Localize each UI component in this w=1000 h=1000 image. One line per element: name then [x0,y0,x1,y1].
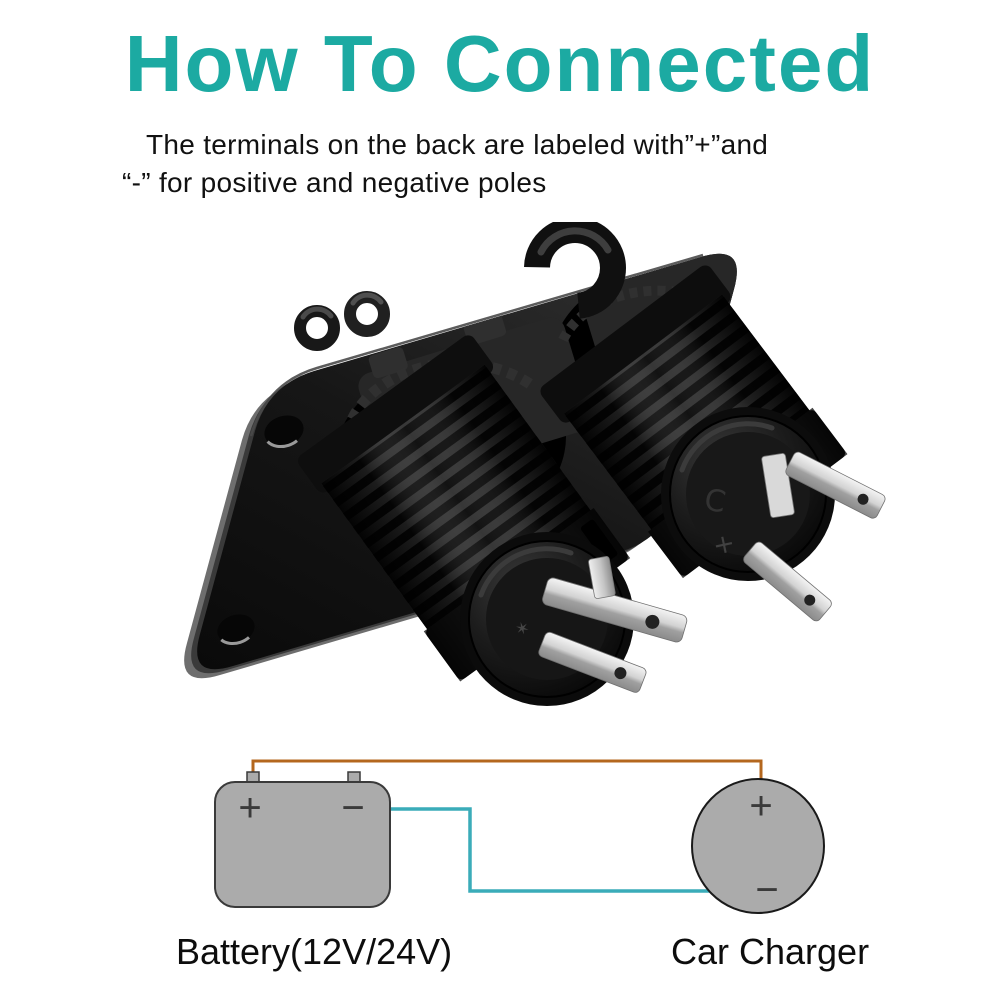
battery-positive-terminal: + [238,786,261,830]
cap-star-marking: ✶ [513,618,532,641]
spade-terminal [743,541,832,622]
description-line-2: “-” for positive and negative poles [122,167,547,198]
charger-label: Car Charger [671,931,870,972]
mounting-nut [294,305,340,351]
battery-negative-terminal: − [341,786,364,830]
wiring-diagram: + − + − [214,759,825,914]
panel-edge-highlight [249,253,704,437]
socket-barrel-left: ✶ [298,335,688,706]
negative-wire [364,807,743,893]
battery-symbol: + − [214,771,391,908]
charger-positive-terminal: + [749,784,772,828]
battery-label: Battery(12V/24V) [176,931,453,972]
product-photo-illustration: C + [184,222,886,706]
mounting-clip-large [524,222,626,319]
screw-hole [262,413,306,449]
charger-symbol: + − [691,778,825,914]
description-line-1: The terminals on the back are labeled wi… [146,129,769,160]
positive-wire [251,759,763,779]
spade-terminal [538,631,647,693]
socket-barrel-right: C + [540,265,886,622]
mounting-nut [344,291,390,337]
description-text: The terminals on the back are labeled wi… [122,126,922,202]
spade-terminal [542,577,688,643]
page-title: How To Connected [124,19,876,108]
center-terminal-left [588,556,616,599]
charger-negative-terminal: − [755,868,778,912]
screw-hole [215,612,257,646]
spade-terminal [785,451,886,519]
